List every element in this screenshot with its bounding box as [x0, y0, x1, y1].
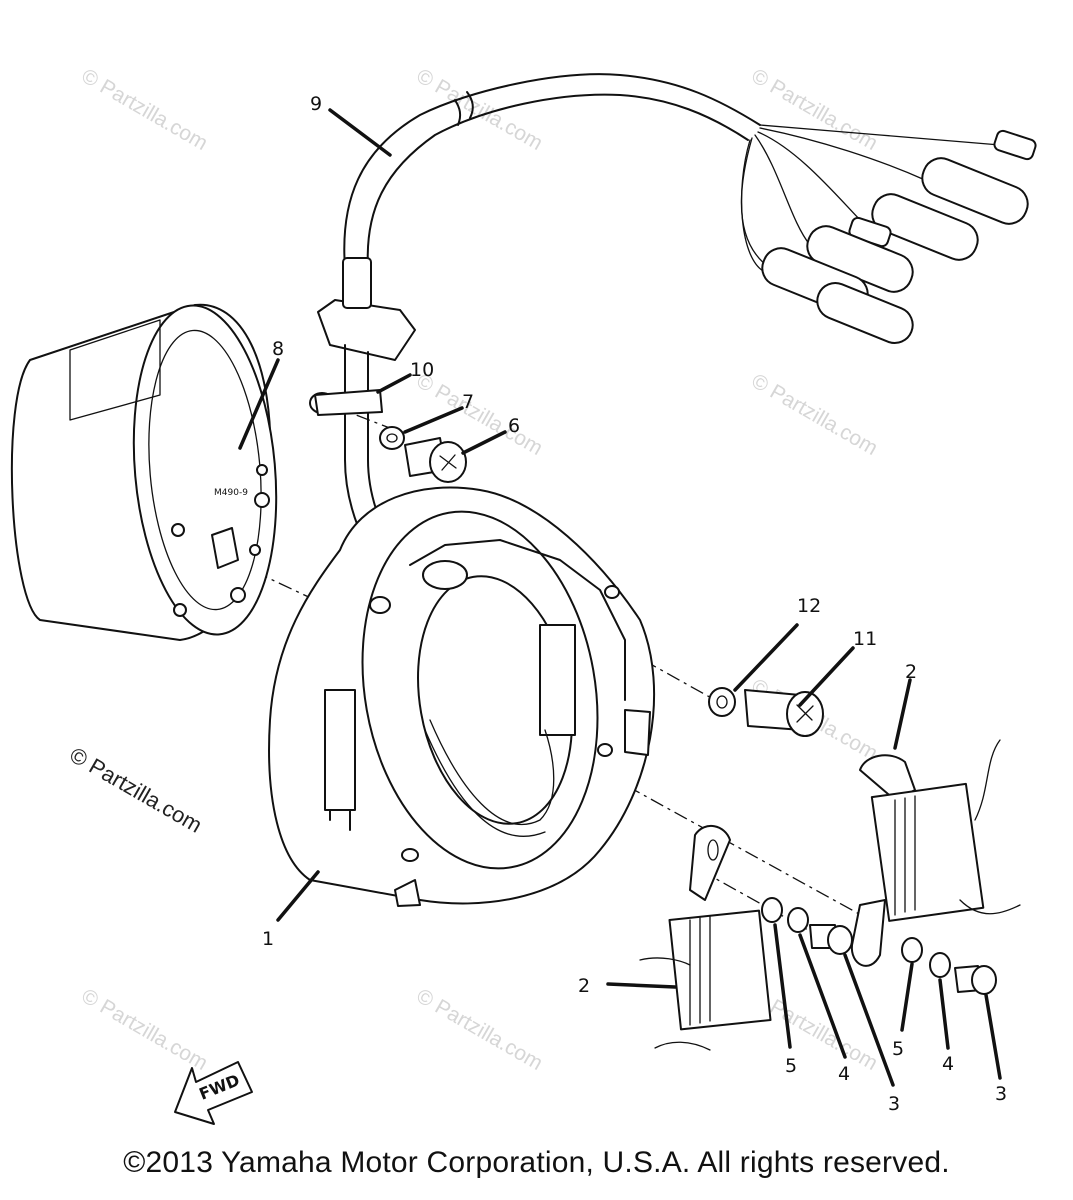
- callout-10: 10: [410, 359, 434, 381]
- leader-lines: [238, 108, 1002, 1087]
- watermark: © Partzilla.com: [748, 369, 882, 460]
- pickup-coil-right: [850, 739, 1021, 967]
- callout-labels: 9 8 10 7 6 12 11 2 1 2 5 4 3 5 4 3: [262, 93, 1007, 1115]
- watermark: © Partzilla.com: [78, 984, 212, 1075]
- washer-and-screw-top: [379, 426, 467, 483]
- wire-harness: [317, 73, 1037, 606]
- callout-2: 2: [578, 975, 590, 997]
- callout-2: 2: [905, 661, 917, 683]
- callout-9: 9: [310, 93, 322, 115]
- rotor-stamp: M490-9: [214, 488, 248, 498]
- callout-8: 8: [272, 338, 284, 360]
- callout-11: 11: [853, 628, 877, 650]
- callout-4: 4: [942, 1053, 954, 1075]
- callout-3: 3: [995, 1083, 1007, 1105]
- watermark: © Partzilla.com: [413, 984, 547, 1075]
- fasteners-bottom: [761, 897, 997, 995]
- washer-and-bolt-mid: [708, 687, 824, 737]
- stator-plate: [268, 486, 656, 907]
- callout-6: 6: [508, 415, 520, 437]
- callout-3: 3: [888, 1093, 900, 1115]
- callout-5: 5: [892, 1038, 904, 1060]
- pickup-coil-left: [639, 825, 772, 1051]
- callout-1: 1: [262, 928, 274, 950]
- callout-4: 4: [838, 1063, 850, 1085]
- callout-5: 5: [785, 1055, 797, 1077]
- callout-12: 12: [797, 595, 821, 617]
- fwd-arrow-icon: FWD: [174, 1061, 253, 1125]
- callout-7: 7: [462, 391, 474, 413]
- copyright-notice: ©2013 Yamaha Motor Corporation, U.S.A. A…: [123, 1146, 950, 1179]
- watermark: © Partzilla.com: [78, 64, 212, 155]
- wire-clamp: [309, 389, 383, 416]
- rotor: M490-9: [10, 303, 278, 641]
